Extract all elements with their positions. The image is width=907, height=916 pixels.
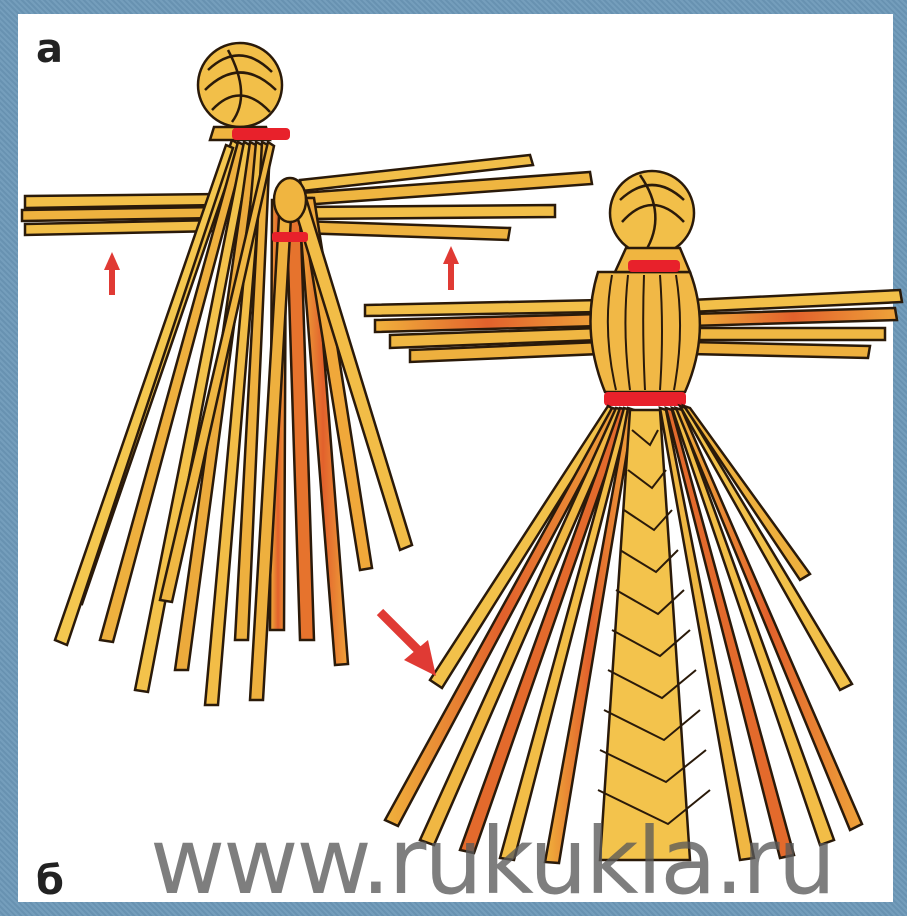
figure-b-straw-doll (365, 171, 902, 863)
arrow-up-right-icon (443, 246, 459, 290)
arrow-up-left-icon (104, 252, 120, 295)
step-label-b: б (36, 858, 64, 904)
figure-a-neck-thread (232, 128, 290, 140)
arrow-down-right-icon (380, 612, 436, 676)
figure-b-neck-thread (628, 260, 680, 272)
figure-a-waist-thread (272, 232, 308, 242)
figure-b-head (610, 171, 694, 272)
watermark-text: www.rukukla.ru (150, 808, 834, 915)
step-label-a: а (36, 26, 63, 72)
figure-b-waist-thread (604, 392, 686, 406)
figure-a-small-knot (274, 178, 306, 222)
figure-a-head (198, 43, 282, 140)
